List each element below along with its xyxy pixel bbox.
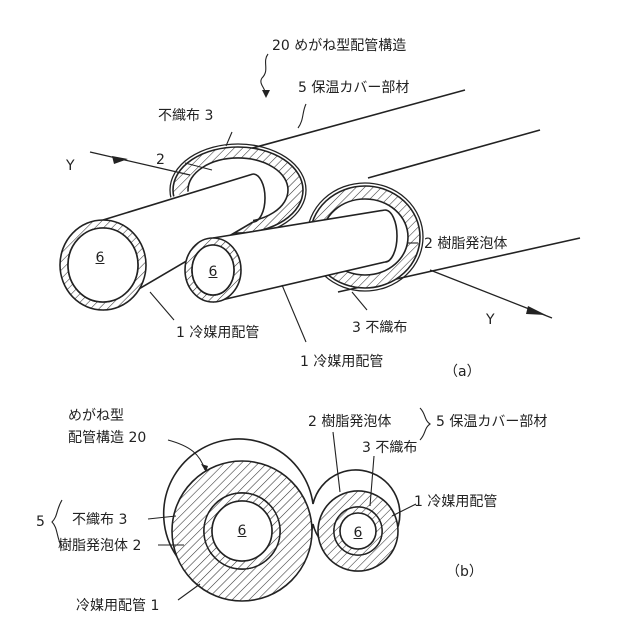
label-six-left-b: 6	[238, 523, 247, 539]
label-pipe1-a: 1 冷媒用配管	[176, 325, 259, 341]
label-structure-b-line1: めがね型	[68, 408, 124, 424]
label-five-left-b: 5	[36, 514, 45, 530]
label-six-right-a: 6	[209, 264, 218, 280]
label-six-right-b: 6	[354, 525, 363, 541]
label-pipe2-a: 1 冷媒用配管	[300, 354, 383, 370]
label-foam-top-b: 2 樹脂発泡体	[308, 414, 391, 430]
label-cover-a: 5 保温カバー部材	[298, 80, 409, 96]
label-cover-right-b: 5 保温カバー部材	[436, 414, 547, 430]
figure-a	[60, 54, 580, 342]
label-nonwoven-left-b: 不織布 3	[72, 512, 127, 528]
figure-label-a: （a）	[444, 364, 481, 380]
label-y-left: Y	[66, 158, 75, 174]
label-pipe-right-b: 1 冷媒用配管	[414, 494, 497, 510]
label-pipe-bottom-b: 冷媒用配管 1	[76, 598, 159, 614]
label-foam-top-a: 2	[156, 152, 165, 168]
label-nonwoven-bottom-a: 3 不織布	[352, 320, 407, 336]
label-structure-b-line2: 配管構造 20	[68, 430, 146, 446]
label-nonwoven-top-a: 不織布 3	[158, 108, 213, 124]
label-foam-right-a: 2 樹脂発泡体	[424, 236, 507, 252]
label-structure-a: 20 めがね型配管構造	[272, 38, 406, 54]
section-arrow-right	[430, 270, 552, 318]
label-six-left-a: 6	[96, 250, 105, 266]
label-nonwoven-top-b: 3 不織布	[362, 440, 417, 456]
label-y-right: Y	[486, 312, 495, 328]
figure-label-b: （b）	[446, 564, 483, 580]
label-foam-left-b: 樹脂発泡体 2	[58, 538, 141, 554]
section-arrow-left	[90, 152, 190, 175]
